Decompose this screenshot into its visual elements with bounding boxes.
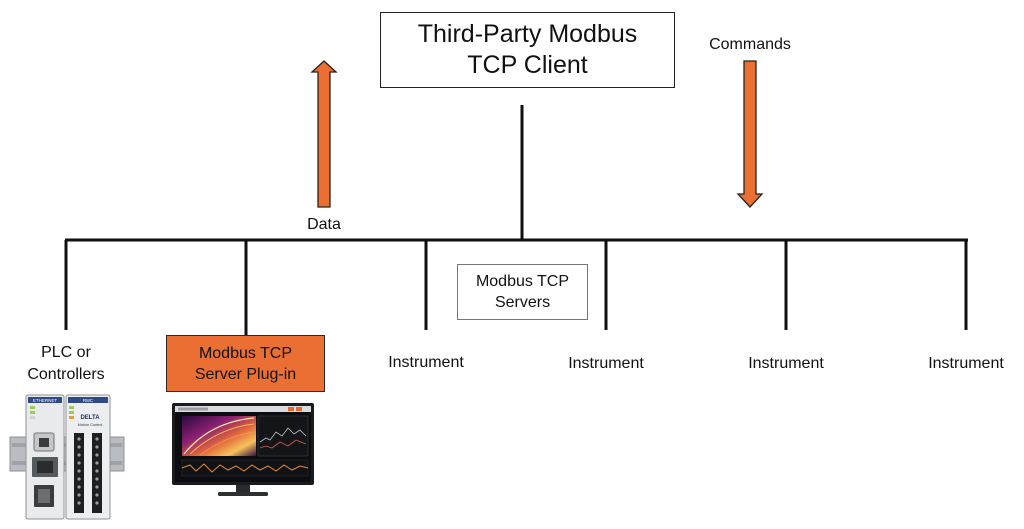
- client-title-line2: TCP Client: [467, 51, 588, 79]
- commands-label: Commands: [709, 36, 791, 53]
- data-arrow: [310, 60, 338, 208]
- servers-line2: Servers: [494, 294, 551, 311]
- plugin-line2: Server Plug-in: [194, 365, 297, 383]
- computer-monitor-image: [172, 403, 314, 496]
- modbus-client-box: Third-Party Modbus TCP Client: [380, 12, 675, 88]
- instrument-label-3: Instrument: [748, 355, 824, 372]
- data-label: Data: [307, 216, 341, 233]
- plc-right-header: RMC: [83, 398, 94, 403]
- plc-label: PLC or Controllers: [20, 342, 112, 386]
- plc-brand: DELTA: [80, 415, 100, 421]
- instrument-label-1: Instrument: [388, 354, 464, 371]
- plc-controller-image: ETHERNET RMC DELTA Motion Control: [9, 394, 125, 520]
- modbus-servers-box: Modbus TCP Servers: [457, 264, 588, 320]
- plc-label-line2: Controllers: [27, 366, 105, 383]
- plc-title: Motion Control: [78, 423, 103, 427]
- client-title-line1: Third-Party Modbus: [417, 20, 638, 48]
- servers-line1: Modbus TCP: [475, 273, 570, 290]
- server-plugin-box: Modbus TCP Server Plug-in: [166, 335, 325, 392]
- plc-left-header: ETHERNET: [33, 398, 58, 403]
- instrument-label-2: Instrument: [568, 355, 644, 372]
- plugin-line1: Modbus TCP: [198, 344, 293, 362]
- commands-arrow: [736, 60, 764, 208]
- plc-label-line1: PLC or: [41, 344, 91, 361]
- instrument-label-4: Instrument: [928, 355, 1004, 372]
